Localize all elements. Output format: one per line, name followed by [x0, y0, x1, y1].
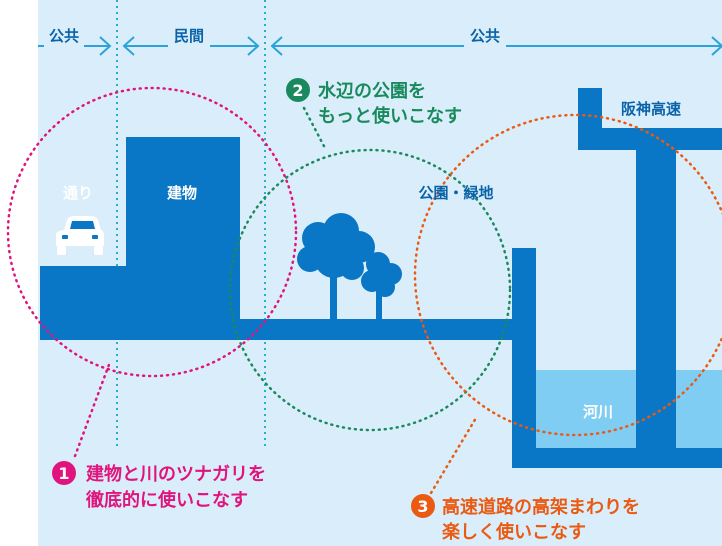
river-label: 河川: [583, 403, 613, 421]
ground-structures: [40, 88, 722, 468]
callout-1: 1 建物と川のツナガリを 徹底的に使いこなす: [52, 461, 266, 511]
callout-2-leader: [302, 106, 328, 152]
callout-3-number: 3: [417, 497, 428, 516]
callout-2-number: 2: [292, 81, 303, 100]
river-bed: [512, 448, 722, 468]
expressway-pier: [636, 150, 676, 450]
callout-2-line2: もっと使いこなす: [318, 106, 462, 127]
callout-2: 2 水辺の公園を もっと使いこなす: [286, 78, 462, 127]
callout-1-number: 1: [58, 464, 69, 483]
callout-1-line2: 徹底的に使いこなす: [85, 489, 248, 511]
callout-2-area-circle: [228, 148, 512, 432]
zone-label-private: 民間: [174, 27, 204, 45]
zone-label-public-right: 公共: [470, 27, 500, 45]
callout-3-line1: 高速道路の高架まわりを: [442, 496, 640, 518]
callout-1-area-circle: [6, 86, 298, 378]
building: [126, 137, 240, 320]
building-label: 建物: [167, 184, 197, 202]
car-icon: [56, 216, 104, 255]
river-wall: [512, 248, 536, 458]
callout-3-area-circle: [413, 113, 722, 437]
zone-label-bg-public-right: [464, 26, 506, 50]
callout-1-leader: [73, 360, 112, 458]
callout-3-leader: [426, 416, 478, 500]
zone-label-bg-public-left: [44, 26, 84, 50]
callout-3-number-badge: [411, 494, 435, 518]
zone-label-public-left: 公共: [49, 27, 79, 45]
park-label: 公園・緑地: [418, 184, 493, 202]
callout-2-line1: 水辺の公園を: [318, 80, 426, 102]
riverside-deck: [208, 319, 530, 340]
callout-3-line2: 楽しく使いこなす: [442, 521, 586, 543]
zone-label-bg-private: [168, 26, 210, 50]
expressway-deck: [578, 128, 722, 150]
tree-icon: [297, 213, 375, 320]
callout-2-number-badge: [286, 78, 310, 102]
river-water: [536, 370, 722, 450]
callout-1-number-badge: [52, 461, 76, 485]
expressway-label: 阪神高速: [621, 100, 681, 118]
callout-1-line1: 建物と川のツナガリを: [86, 463, 266, 485]
tree-icon-small: [361, 252, 402, 320]
callout-3: 3 高速道路の高架まわりを 楽しく使いこなす: [411, 494, 640, 543]
street-label: 通り: [63, 184, 93, 202]
